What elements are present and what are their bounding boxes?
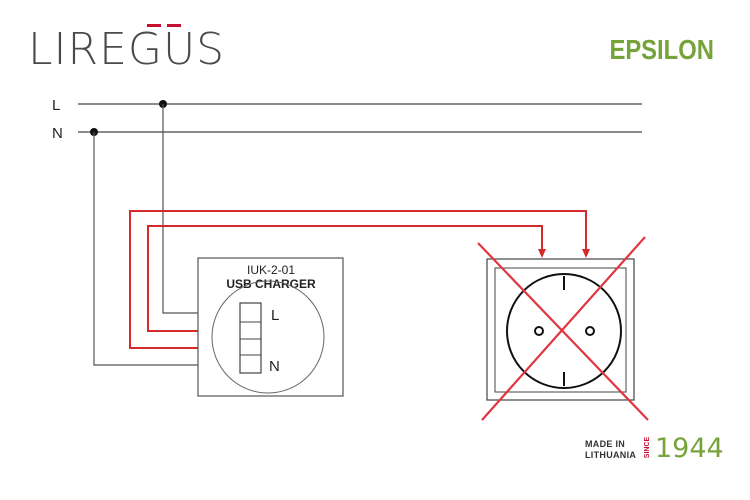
logo-accent-bar — [167, 24, 181, 27]
neutral-label: N — [52, 125, 63, 142]
live-label: L — [52, 97, 60, 114]
socket-pin-hole-left — [534, 326, 544, 336]
epsilon-brand: EPSILON — [609, 34, 714, 65]
socket-inner-frame — [494, 267, 627, 393]
made-line2: LITHUANIA — [585, 450, 637, 460]
charger-outline-circle — [211, 280, 325, 394]
arrow-head — [582, 249, 590, 258]
terminal-l-label: L — [271, 307, 279, 324]
since-label: SINCE — [643, 436, 653, 462]
arrow-head — [538, 249, 546, 258]
since-text: SINCE — [644, 436, 652, 459]
red-wire-outer-right — [129, 210, 587, 349]
terminal-block — [239, 302, 262, 374]
made-line1: MADE IN — [585, 439, 626, 449]
logo-text: LIREGUS — [28, 24, 226, 75]
neutral-wire — [93, 132, 240, 366]
red-wire-outer-left — [147, 225, 543, 332]
socket-pin-hole-right — [585, 326, 595, 336]
terminal-n-label: N — [269, 358, 280, 375]
charger-model: IUK-2-01 — [247, 263, 295, 277]
socket-face — [506, 273, 622, 389]
year-label: 1944 — [655, 433, 724, 464]
made-in-label: MADE IN LITHUANIA — [585, 439, 636, 461]
cross-line — [477, 242, 649, 421]
socket-frame — [486, 258, 635, 401]
liregus-logo: LIREGUS — [28, 24, 225, 72]
cross-line — [481, 236, 646, 421]
logo-accent-bar — [147, 24, 161, 27]
